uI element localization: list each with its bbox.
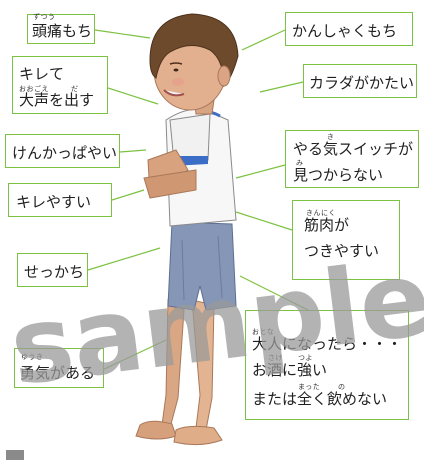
ruby-adult-2a: さけ xyxy=(268,354,283,362)
label-box-quarrelsome xyxy=(5,134,120,168)
label-adult-line2: お酒に強い xyxy=(252,361,328,379)
label-box-headache xyxy=(27,14,95,44)
label-muscle-line2: つきやすい xyxy=(304,242,380,260)
label-box-adult xyxy=(245,310,409,420)
label-courage: 勇気がある xyxy=(20,364,96,382)
ruby-shout-2: だ xyxy=(71,85,79,93)
ruby-adult-2b: つよ xyxy=(298,354,313,362)
ruby-muscle: きんにく xyxy=(306,209,336,217)
label-box-tantrum xyxy=(285,12,413,46)
label-shout-line1: キレて xyxy=(19,65,65,83)
label-motivation-line1: やる気スイッチが xyxy=(293,140,414,158)
ruby-motivation: き xyxy=(327,133,335,141)
ruby-motivation-2: み xyxy=(296,159,304,167)
label-snaps-easily: キレやすい xyxy=(16,193,92,211)
label-adult-line1: 大人になったら・・・ xyxy=(252,335,403,353)
label-box-shout xyxy=(12,56,108,114)
label-tantrum: かんしゃくもち xyxy=(292,22,398,40)
ruby-adult-3b: の xyxy=(338,383,346,391)
ruby-adult-3a: まった xyxy=(298,383,321,391)
label-box-stiff-body xyxy=(303,64,417,98)
label-box-muscle xyxy=(292,200,400,280)
label-motivation-line2: 見つからない xyxy=(293,166,384,184)
label-shout-line2: 大声を出す xyxy=(19,91,95,109)
ruby-adult-1: おとな xyxy=(252,328,275,336)
ruby-headache: ずつう xyxy=(33,13,56,21)
label-quarrelsome: けんかっぱやい xyxy=(12,144,118,162)
label-stiff-body: カラダがかたい xyxy=(309,74,415,92)
label-impatient: せっかち xyxy=(24,263,85,281)
watermark-text: sample xyxy=(4,237,424,409)
ruby-shout-1: おおごえ xyxy=(19,85,49,93)
ruby-courage: ゆうき xyxy=(21,353,44,361)
label-box-snaps xyxy=(8,183,112,217)
label-headache: 頭痛もち xyxy=(32,22,93,40)
label-muscle-line1: 筋肉が xyxy=(304,216,350,234)
label-box-impatient xyxy=(17,253,88,287)
label-box-courage xyxy=(14,348,104,388)
label-box-motivation xyxy=(285,130,419,188)
label-adult-line3: または全く飲めない xyxy=(252,390,388,408)
corner-square xyxy=(6,450,24,460)
